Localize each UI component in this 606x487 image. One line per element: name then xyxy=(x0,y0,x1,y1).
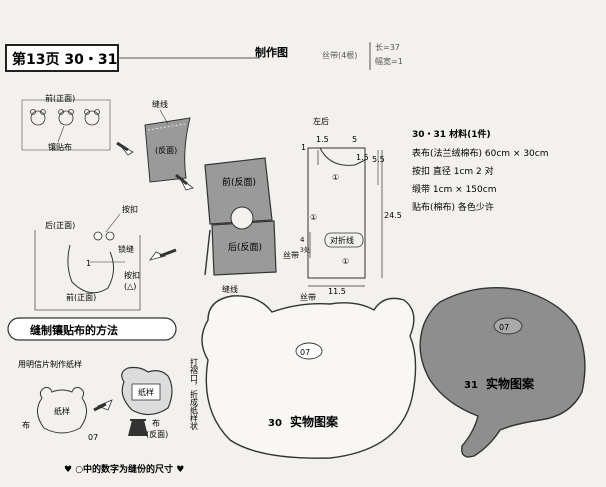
front-right-label: 前(正面) xyxy=(45,93,75,103)
width-label: 幅宽=1 xyxy=(375,56,403,66)
binding-section: 缝制镶贴布的方法 用明信片制作纸样 纸样 布 07 纸样 布 (反面) 打褶口，… xyxy=(7,317,199,442)
dim-5-label: 5 xyxy=(352,135,357,144)
front-diagram: 前(正面) 镶贴布 xyxy=(21,93,111,152)
paper-pattern-label: 纸样 xyxy=(54,406,70,416)
front-back-panels-diagram: 前(反面) 后(反面) 缝线 丝带 xyxy=(204,157,299,294)
materials-line-1: 按扣 直径 1cm 2 对 xyxy=(412,165,494,177)
dim-11-5-label: 11.5 xyxy=(328,287,346,296)
dim-4-label: 4 xyxy=(300,236,305,244)
arrow-icon xyxy=(93,399,113,412)
binding-cloth-label: 镶贴布 xyxy=(48,142,72,152)
paper-pattern2-label: 纸样 xyxy=(138,387,154,397)
elephant-actual-pattern: 07 31 实物图案 xyxy=(419,287,586,458)
materials-list: 30・31 材料(1件) 表布(法兰绒棉布) 60cm × 30cm 按扣 直径… xyxy=(412,128,548,213)
num-1-label: 1 xyxy=(86,259,91,268)
back-right-label: 后(正面) xyxy=(45,220,75,230)
elephant-text-label: 实物图案 xyxy=(486,376,535,391)
cloth-wrong-line1: 布 xyxy=(152,418,160,428)
pleat-note-vertical: 打褶口，折成纸样状 xyxy=(190,357,199,430)
ribbon-label-mid: 丝带 xyxy=(283,250,299,260)
bear-num-label: 30 xyxy=(268,418,282,429)
iron-icon xyxy=(128,419,148,436)
bear-pattern-icon xyxy=(37,387,87,434)
bear-dim-label: 07 xyxy=(300,348,310,357)
circle-1-label: ① xyxy=(332,173,339,182)
bear-face-icon xyxy=(30,109,46,126)
snap-icon xyxy=(105,231,115,241)
arrow-icon xyxy=(148,248,177,261)
materials-line-3: 贴布(棉布) 各色少许 xyxy=(412,201,494,213)
circle-1-label: ① xyxy=(342,257,349,266)
circle-1-label: ① xyxy=(310,213,317,222)
binding-title: 缝制镶贴布的方法 xyxy=(30,323,118,337)
snap-label: 按扣 xyxy=(122,204,138,214)
page-label: 第13页 30・31 xyxy=(12,51,117,68)
length-label: 长=37 xyxy=(375,42,400,52)
bear-text-label: 实物图案 xyxy=(290,414,339,429)
page-badge: 第13页 30・31 xyxy=(5,44,119,72)
arrow-icon xyxy=(175,173,194,191)
fold-line-label: 对折线 xyxy=(330,235,354,245)
pleated-pattern-icon xyxy=(121,366,173,416)
snap-triangle-line2: (△) xyxy=(124,282,136,291)
elephant-num-label: 31 xyxy=(464,380,478,391)
bear-actual-pattern: 07 30 实物图案 xyxy=(201,295,417,459)
front-wrong-label: 前(反面) xyxy=(222,176,256,188)
seam-line-label-2: 缝线 xyxy=(222,284,238,294)
arrow-icon xyxy=(116,141,134,156)
dim-5-5-label: 5.5 xyxy=(372,155,385,164)
ribbon-label: 丝带(4根) xyxy=(322,50,357,60)
dim-24-5-label: 24.5 xyxy=(384,211,402,220)
top-1-label: 1 xyxy=(301,143,306,152)
left-back-label: 左后 xyxy=(313,116,329,126)
dim-07-label: 07 xyxy=(88,433,98,442)
elephant-dim-label: 07 xyxy=(499,323,509,332)
front-right2-label: 前(正面) xyxy=(66,292,96,302)
cloth-wrong-line2: (反面) xyxy=(146,429,168,439)
lock-stitch-label: 锁缝 xyxy=(118,244,134,254)
postcard-label: 用明信片制作纸样 xyxy=(18,359,82,369)
snap-triangle-label: 按扣 (△) xyxy=(124,270,143,291)
pattern-diagram: 左后 1 1.5 5 1.5 5.5 ① ① ① 对折线 4 3处 24.5 1… xyxy=(300,116,402,302)
cloth-label: 布 xyxy=(22,420,30,430)
materials-title: 30・31 材料(1件) xyxy=(412,128,491,140)
snap-icon xyxy=(93,231,103,241)
footer-note: ♥ ○中的数字为缝份的尺寸 ♥ xyxy=(64,463,184,475)
diagram-title: 制作图 xyxy=(255,45,288,59)
dim-1-5-label: 1.5 xyxy=(316,135,329,144)
back-assembled-diagram: 后(正面) 按扣 锁缝 按扣 (△) 1 前(正面) xyxy=(34,204,143,311)
materials-line-0: 表布(法兰绒棉布) 60cm × 30cm xyxy=(412,147,548,159)
cloth-wrong-label: 布 (反面) xyxy=(146,418,168,439)
back-panel-diagram: 缝线 (反面) xyxy=(144,99,191,183)
back-wrong-label-2: 后(反面) xyxy=(228,242,262,253)
materials-line-2: 缎带 1cm × 150cm xyxy=(412,183,496,195)
bear-face-icon xyxy=(58,109,74,126)
dim-4-sub-label: 3处 xyxy=(300,246,310,254)
ribbon-label-pattern: 丝带 xyxy=(300,292,316,302)
bear-face-icon xyxy=(84,109,100,126)
dim-1-5b-label: 1.5 xyxy=(356,153,369,162)
seam-line-label: 缝线 xyxy=(152,99,168,109)
back-wrong-label: (反面) xyxy=(155,145,177,155)
snap-triangle-line1: 按扣 xyxy=(124,270,140,280)
